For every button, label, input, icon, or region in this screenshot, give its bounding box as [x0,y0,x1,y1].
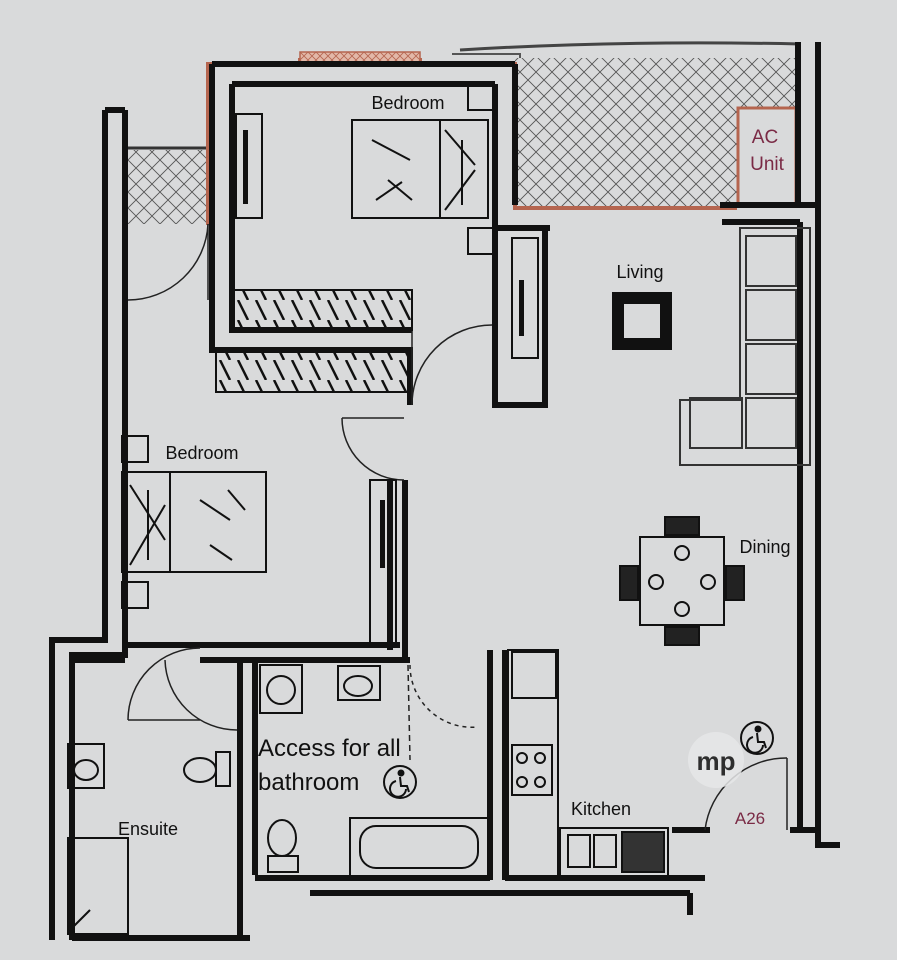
coffee-table [612,292,672,350]
watermark-logo: mp [688,732,744,788]
room-label-bedroom-top: Bedroom [371,93,444,113]
wardrobe-corridor [511,237,539,359]
kitchen-counter [507,649,669,879]
room-label-ensuite: Ensuite [118,819,178,839]
bed-left-bedroom [121,435,267,609]
bathroom-fixtures [259,664,489,877]
ac-unit-label-line1: AC [752,127,778,148]
room-label-living: Living [616,262,663,282]
bed-top-bedroom [351,83,495,255]
sofa [679,227,811,466]
unit-number: A26 [735,809,765,828]
ac-unit-box [736,106,798,206]
wardrobe-top-bedroom [215,113,413,393]
wheelchair-icon [383,765,417,799]
room-label-bedroom-left: Bedroom [165,443,238,463]
balcony-left [128,146,208,224]
room-label-dining: Dining [739,537,790,557]
wardrobe-left-bedroom [369,479,397,646]
ac-unit-label-line2: Unit [750,154,785,175]
room-label-kitchen: Kitchen [571,799,631,819]
ensuite-fixtures [67,743,231,935]
balcony-top-right [452,41,801,208]
doors [127,223,788,831]
room-label-bathroom-line2: bathroom [258,769,359,796]
wheelchair-icon [740,721,774,755]
svg-text:mp: mp [697,746,736,776]
room-label-bathroom-line1: Access for all [258,735,401,762]
dining-table [619,516,745,646]
walls [49,42,840,941]
